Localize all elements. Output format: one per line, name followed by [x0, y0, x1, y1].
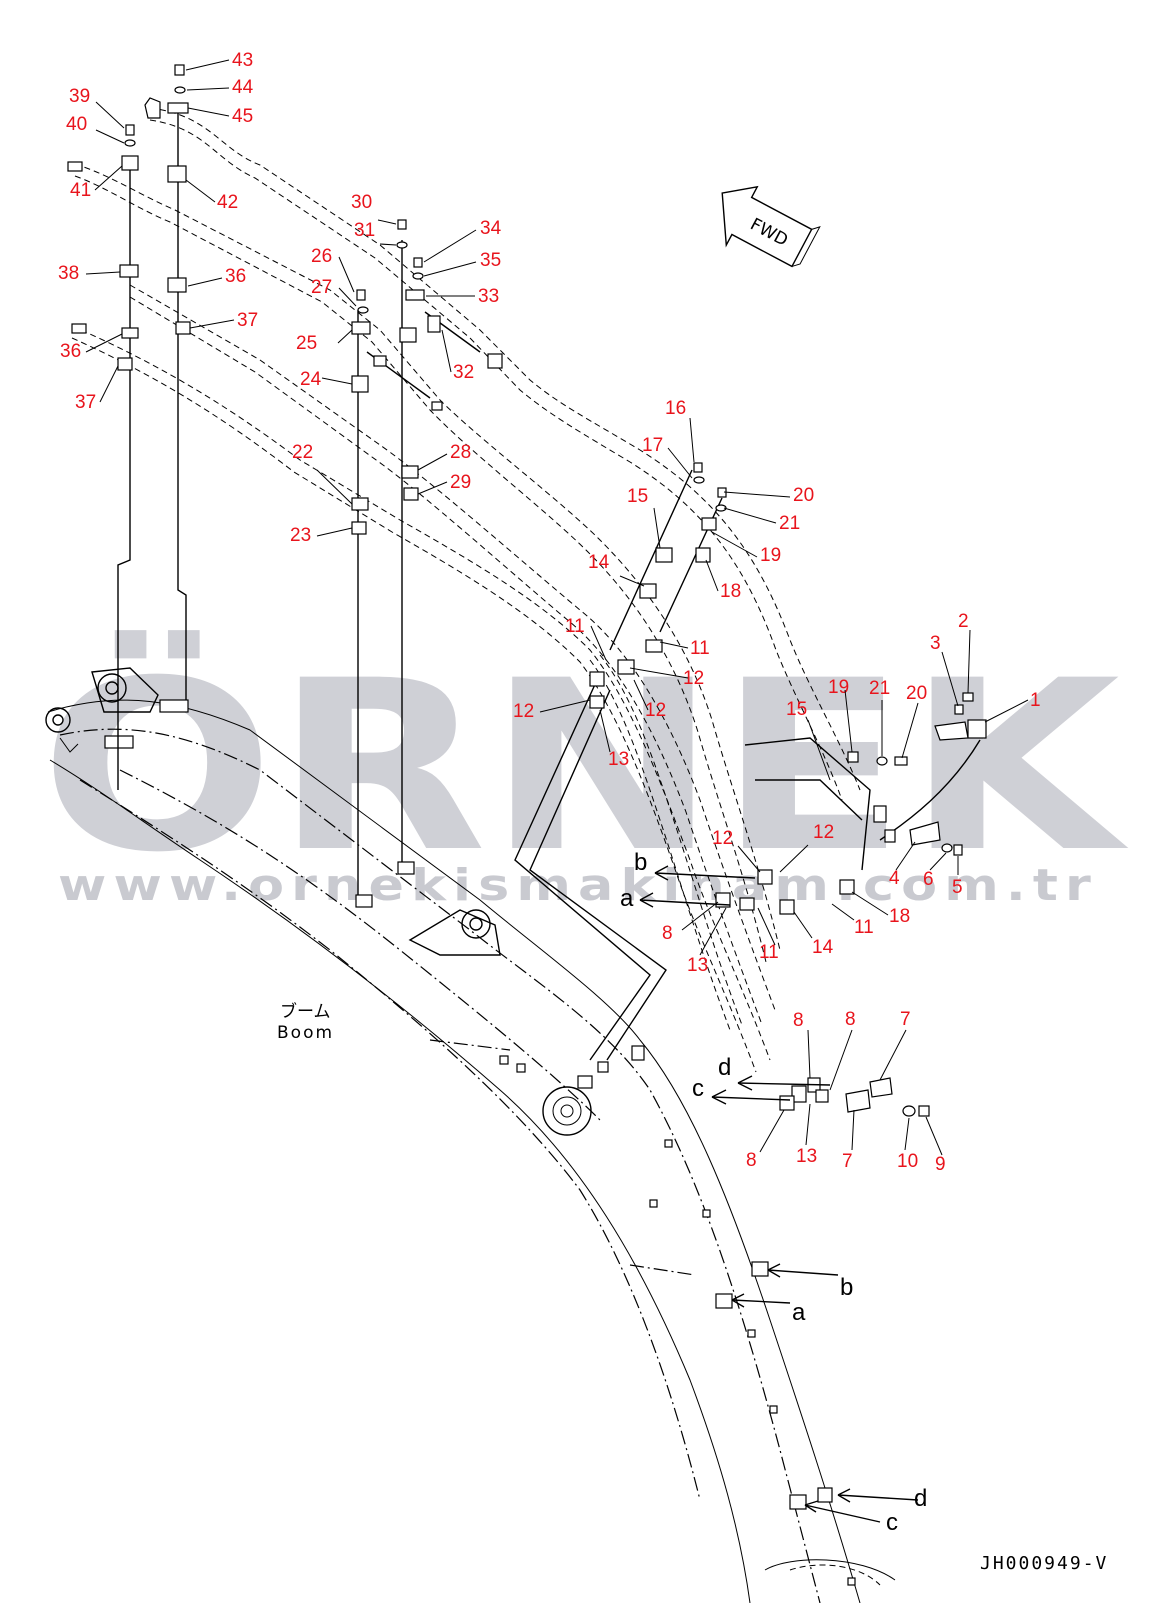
part-number: 6 — [923, 869, 934, 890]
part-number: 22 — [292, 442, 313, 463]
part-number: 37 — [237, 310, 258, 331]
part-number: 20 — [793, 485, 814, 506]
clamps — [67, 64, 987, 1510]
part-number: 10 — [897, 1151, 918, 1172]
part-number: 37 — [75, 392, 96, 413]
part-number: 4 — [889, 868, 900, 889]
ref-letter-b-top: b — [634, 849, 647, 876]
part-number: 2 — [958, 611, 969, 632]
part-number: 27 — [311, 277, 332, 298]
part-number: 15 — [786, 699, 807, 720]
part-number: 29 — [450, 472, 471, 493]
ref-letter-b-bottom: b — [840, 1274, 853, 1301]
part-number: 7 — [900, 1009, 911, 1030]
part-number: 1 — [1030, 690, 1041, 711]
part-number: 12 — [712, 828, 733, 849]
part-number: 11 — [759, 942, 779, 963]
part-number: 16 — [665, 398, 686, 419]
part-number: 31 — [354, 220, 375, 241]
part-number: 12 — [513, 701, 534, 722]
part-number: 42 — [217, 192, 238, 213]
part-number-labels: 43 44 45 39 40 41 42 30 31 34 35 33 26 2… — [58, 50, 1041, 1175]
part-number: 26 — [311, 246, 332, 267]
ref-letter-d-bottom: d — [914, 1485, 927, 1512]
reference-letter-labels: b a d c b a d c — [620, 849, 927, 1536]
part-number: 19 — [760, 545, 781, 566]
part-number: 35 — [480, 250, 501, 271]
watermark-brand: ÖRNEK — [40, 629, 1129, 904]
part-number: 8 — [662, 923, 673, 944]
ref-letter-d-top: d — [718, 1054, 731, 1081]
part-number: 19 — [828, 677, 849, 698]
part-number: 41 — [70, 180, 91, 201]
part-number: 25 — [296, 333, 317, 354]
part-number: 34 — [480, 218, 502, 239]
part-number: 20 — [906, 683, 927, 704]
ref-letter-a-bottom: a — [792, 1299, 806, 1326]
part-number: 12 — [813, 822, 834, 843]
part-number: 13 — [608, 749, 629, 770]
part-number: 38 — [58, 263, 79, 284]
fwd-arrow: FWD — [721, 185, 821, 268]
part-number: 17 — [642, 435, 663, 456]
part-number: 8 — [746, 1150, 757, 1171]
part-number: 13 — [796, 1146, 817, 1167]
watermark: ÖRNEK www.ornekismakinam.com.tr — [40, 629, 1129, 911]
part-number: 21 — [779, 513, 800, 534]
part-number: 9 — [935, 1154, 946, 1175]
part-number: 36 — [225, 266, 246, 287]
reference-arrows — [639, 865, 919, 1523]
part-number: 11 — [854, 917, 874, 938]
part-number: 14 — [588, 552, 610, 573]
part-number: 40 — [66, 114, 87, 135]
part-number: 36 — [60, 341, 81, 362]
part-number: 3 — [930, 633, 941, 654]
bolt-43 — [174, 64, 185, 76]
part-number: 21 — [869, 678, 890, 699]
part-number: 43 — [232, 50, 253, 71]
ref-letter-c-top: c — [692, 1075, 704, 1102]
part-number: 18 — [889, 906, 910, 927]
labels: ブーム Boom JH000949-V — [277, 1001, 1108, 1574]
boom-outline — [45, 667, 896, 1603]
part-number: 28 — [450, 442, 471, 463]
part-number: 45 — [232, 106, 253, 127]
part-number: 13 — [687, 955, 708, 976]
part-number: 33 — [478, 286, 499, 307]
ref-letter-a-top: a — [620, 885, 634, 912]
part-number: 18 — [720, 581, 741, 602]
clamp-rods — [117, 112, 723, 900]
part-number: 11 — [565, 616, 585, 637]
part-number: 30 — [351, 192, 372, 213]
part-number: 39 — [69, 86, 90, 107]
part-number: 44 — [232, 77, 254, 98]
watermark-url: www.ornekismakinam.com.tr — [58, 860, 1098, 911]
part-number: 14 — [812, 937, 834, 958]
drawing-code: JH000949-V — [980, 1553, 1108, 1574]
clamp-plate-45 — [167, 102, 189, 114]
part-number: 8 — [845, 1009, 856, 1030]
boom-label-en: Boom — [277, 1023, 334, 1043]
part-number: 5 — [952, 877, 963, 898]
part-number: 12 — [645, 700, 666, 721]
leader-lines — [85, 59, 1029, 1156]
ref-letter-c-bottom: c — [886, 1509, 898, 1536]
part-number: 8 — [793, 1010, 804, 1031]
part-number: 15 — [627, 486, 648, 507]
part-number: 24 — [300, 369, 322, 390]
part-number: 23 — [290, 525, 311, 546]
boom-label-jp: ブーム — [280, 1001, 331, 1022]
part-number: 12 — [683, 668, 704, 689]
part-number: 11 — [690, 638, 710, 659]
washer-44 — [174, 86, 186, 94]
part-number: 7 — [842, 1151, 853, 1172]
part-number: 32 — [453, 362, 474, 383]
